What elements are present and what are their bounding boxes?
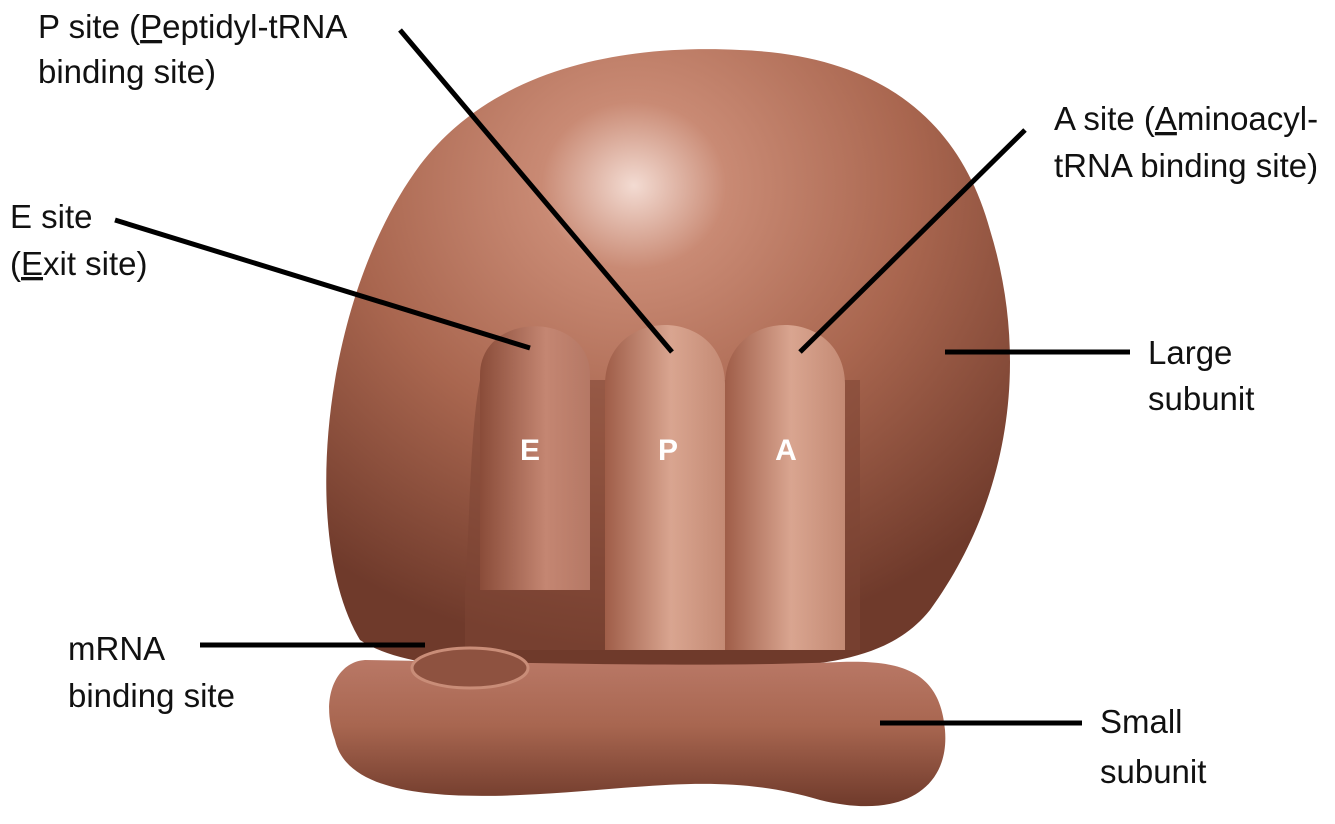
p-site-label-line2: binding site) — [38, 53, 216, 90]
e-site-label-line1: E site — [10, 198, 93, 235]
large-subunit-label-line1: Large — [1148, 334, 1232, 371]
p-site-label-line1: P site (Peptidyl-tRNA — [38, 8, 347, 45]
large-subunit-label-line2: subunit — [1148, 380, 1254, 417]
mrna-site-label-line2: binding site — [68, 677, 235, 714]
p-site-column — [605, 325, 725, 650]
mrna-groove — [412, 648, 528, 688]
small-subunit-shape — [329, 660, 945, 806]
e-site-label-line2: (Exit site) — [10, 245, 148, 282]
small-subunit-label-line2: subunit — [1100, 753, 1206, 790]
site-letter-a: A — [775, 434, 797, 467]
a-site-column — [725, 325, 845, 650]
mrna-site-label-line1: mRNA — [68, 630, 165, 667]
a-site-label-line2: tRNA binding site) — [1054, 147, 1318, 184]
a-site-label-line1: A site (Aminoacyl- — [1054, 100, 1318, 137]
site-letter-e: E — [520, 434, 540, 467]
small-subunit-label-line1: Small — [1100, 703, 1183, 740]
site-letter-p: P — [658, 434, 678, 467]
